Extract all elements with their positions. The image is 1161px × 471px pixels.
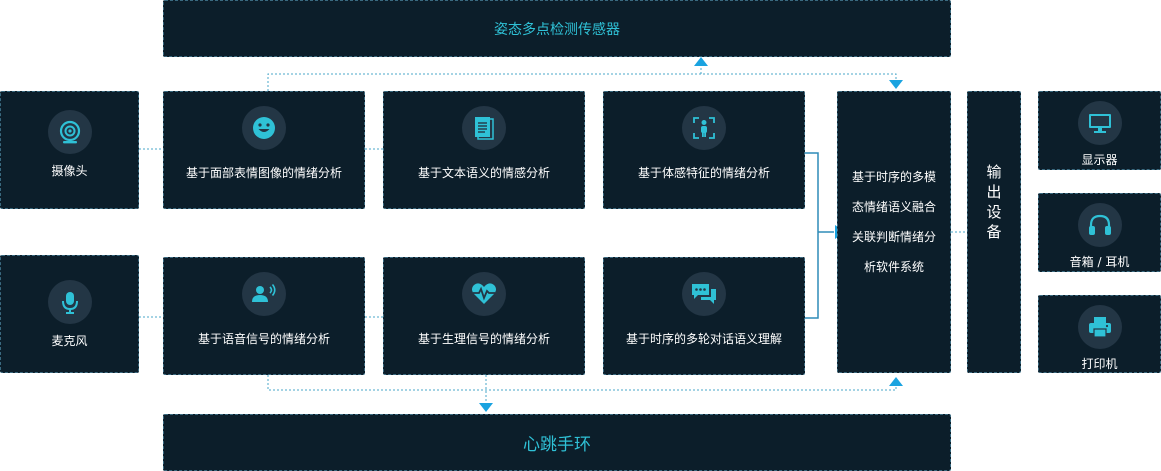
- speaker-node: 音箱 / 耳机: [1038, 193, 1161, 272]
- monitor-label: 显示器: [1081, 153, 1118, 167]
- connector-bracket: [805, 152, 819, 319]
- monitor-node: 显示器: [1038, 91, 1161, 170]
- microphone-label: 麦克风: [51, 334, 88, 348]
- document-icon: [462, 106, 506, 150]
- monitor-icon: [1077, 101, 1122, 145]
- body-scan-icon: [682, 106, 726, 150]
- dialogue-analysis-label: 基于时序的多轮对话语义理解: [625, 332, 782, 346]
- fusion-system-line-2: 态情绪语义融合: [851, 200, 936, 214]
- dialogue-analysis-node: 基于时序的多轮对话语义理解: [603, 257, 805, 375]
- voice-user-icon: [242, 272, 286, 316]
- physio-analysis-label: 基于生理信号的情绪分析: [417, 332, 550, 346]
- speaker-label: 音箱 / 耳机: [1069, 255, 1130, 269]
- microphone-icon: [47, 280, 92, 324]
- voice-analysis-label: 基于语音信号的情绪分析: [197, 332, 330, 346]
- arrow-down-heart-band: [479, 403, 493, 412]
- camera-label: 摄像头: [51, 164, 88, 178]
- arrow-up-top-sensor: [694, 57, 708, 66]
- printer-label: 打印机: [1081, 357, 1118, 371]
- text-analysis-label: 基于文本语义的情感分析: [417, 166, 550, 180]
- output-device-char-2: 出: [986, 183, 1002, 201]
- connector-bottom-loop: [267, 375, 897, 391]
- body-analysis-node: 基于体感特征的情绪分析: [603, 91, 805, 209]
- camera-node: 摄像头: [0, 91, 139, 209]
- face-analysis-node: 基于面部表情图像的情绪分析: [163, 91, 365, 209]
- face-analysis-label: 基于面部表情图像的情绪分析: [185, 166, 342, 180]
- top-sensor-label: 姿态多点检测传感器: [494, 21, 620, 38]
- body-analysis-label: 基于体感特征的情绪分析: [637, 166, 770, 180]
- fusion-system-line-4: 析软件系统: [863, 260, 924, 274]
- microphone-node: 麦克风: [0, 255, 139, 373]
- camera-icon: [47, 110, 92, 154]
- arrow-up-system-bottom: [889, 377, 903, 386]
- printer-icon: [1077, 305, 1122, 349]
- text-analysis-node: 基于文本语义的情感分析: [383, 91, 585, 209]
- output-device-char-4: 备: [986, 223, 1002, 241]
- headphones-icon: [1077, 203, 1122, 247]
- output-device-char-3: 设: [986, 203, 1002, 221]
- physio-analysis-node: 基于生理信号的情绪分析: [383, 257, 585, 375]
- output-device-char-1: 输: [986, 163, 1002, 181]
- bottom-sensor-label: 心跳手环: [523, 435, 591, 455]
- heartbeat-icon: [462, 272, 506, 316]
- arrow-down-system-top: [889, 80, 903, 89]
- fusion-system-line-3: 关联判断情绪分: [851, 230, 936, 244]
- printer-node: 打印机: [1038, 295, 1161, 373]
- bottom-sensor-bar: 心跳手环: [163, 414, 951, 471]
- chat-bubbles-icon: [682, 272, 726, 316]
- voice-analysis-node: 基于语音信号的情绪分析: [163, 257, 365, 375]
- fusion-system-node: 基于时序的多模 态情绪语义融合 关联判断情绪分 析软件系统: [837, 91, 951, 373]
- output-device-node: 输 出 设 备: [967, 91, 1021, 373]
- connector-top-loop: [267, 73, 897, 91]
- top-sensor-bar: 姿态多点检测传感器: [163, 0, 951, 57]
- smiley-face-icon: [242, 106, 286, 150]
- fusion-system-line-1: 基于时序的多模: [851, 170, 936, 184]
